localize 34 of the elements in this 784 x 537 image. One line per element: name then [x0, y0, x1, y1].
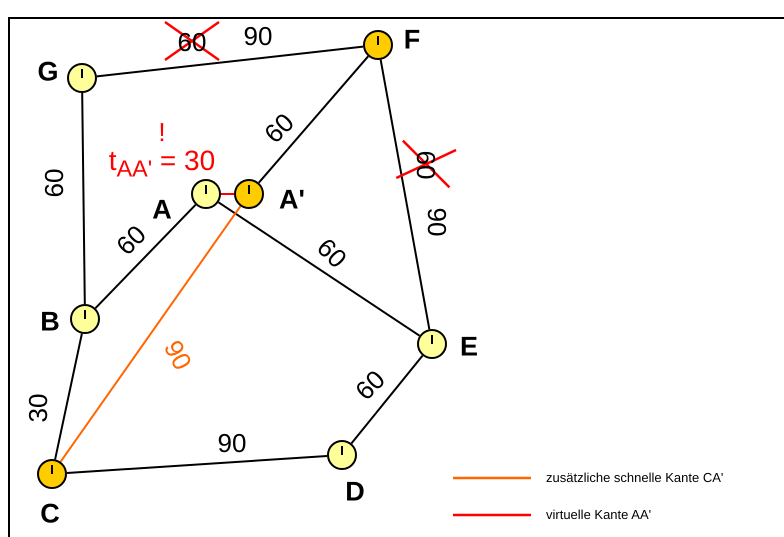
edge-label: 60: [260, 108, 298, 148]
edge-line: [350, 355, 424, 444]
edge-label: 60: [312, 234, 352, 272]
node-letter: D: [345, 478, 365, 506]
edge-line: [380, 60, 430, 330]
node-letter: A: [152, 196, 172, 224]
annotation: !: [158, 119, 166, 145]
edge-label: 60: [350, 366, 390, 404]
legend-text: virtuelle Kante AA': [546, 508, 652, 521]
node-letter: C: [40, 500, 60, 528]
edge-label: 30: [25, 394, 51, 422]
node-letter: B: [40, 308, 60, 336]
node-letter: E: [460, 334, 478, 360]
edge-line: [96, 46, 364, 78]
edge-label: 90: [160, 336, 196, 374]
legend-text: zusätzliche schnelle Kante CA': [546, 471, 724, 484]
edge-line: [66, 454, 328, 474]
node-letter: G: [38, 58, 58, 86]
edge-label: 90: [218, 430, 246, 456]
edge-label: 90: [424, 208, 450, 236]
edge-label: 60: [112, 220, 150, 260]
annotation: t$_{AA'}$ = 30: [108, 147, 216, 181]
edge-label: 90: [244, 23, 272, 49]
crossed-out-weight: 60: [413, 150, 439, 180]
edge-line: [60, 206, 242, 462]
edge-line: [218, 201, 420, 337]
node-letter: F: [404, 26, 420, 54]
edge-line: [94, 204, 196, 309]
edge-line: [54, 333, 83, 460]
node-letter: A': [279, 186, 305, 214]
edge-line: [81, 92, 86, 304]
edge-line: [258, 56, 369, 184]
edge-line: [221, 193, 234, 195]
edge-label: 60: [41, 168, 67, 198]
